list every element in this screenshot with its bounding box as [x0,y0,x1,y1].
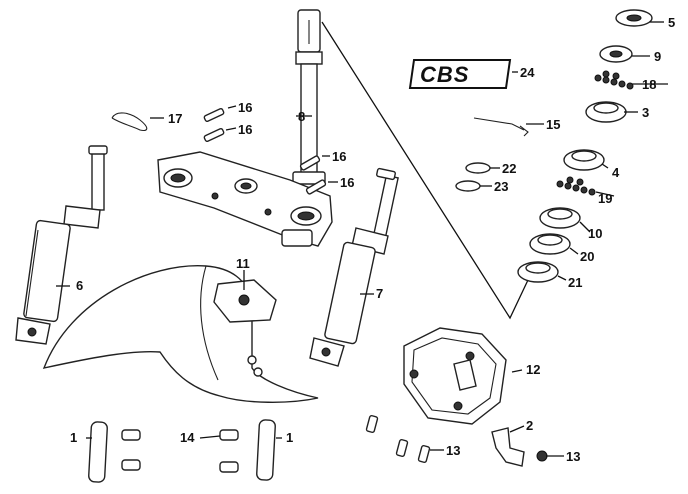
steering-stem [292,9,326,185]
callout-4: 4 [612,165,620,180]
clip-17 [111,112,148,132]
callout-17: 17 [168,111,182,126]
ring-22 [465,162,491,174]
callout-16d: 16 [340,175,354,190]
callout-16c: 16 [332,149,346,164]
ring-23 [455,180,481,192]
callout-9: 9 [654,49,661,64]
reflector-right [256,419,276,481]
cable-guide-15 [473,117,529,137]
callout-6: 6 [76,278,83,293]
callout-24: 24 [520,65,535,80]
callout-13b: 13 [566,449,580,464]
callout-12: 12 [526,362,540,377]
callout-8: 8 [298,109,305,124]
callout-1a: 1 [70,430,77,445]
callout-18: 18 [642,77,656,92]
callout-14: 14 [180,430,195,445]
front-fender [42,265,319,403]
callout-11: 11 [236,256,250,271]
bearing-stack [517,9,653,283]
callout-15: 15 [546,117,560,132]
bolts-14 [121,429,239,473]
triple-clamp [157,151,333,247]
fork-leg-left [15,145,108,345]
callout-7: 7 [376,286,383,301]
cbs-logo-text: CBS [420,62,469,87]
callout-5: 5 [668,15,675,30]
callout-21: 21 [568,275,582,290]
callout-1b: 1 [286,430,293,445]
fork-leg-right [309,167,399,367]
nut-13 [536,450,548,462]
bolts-16 [203,108,327,195]
callout-3: 3 [642,105,649,120]
callout-22: 22 [502,161,516,176]
screws-13 [365,414,431,464]
callout-19: 19 [598,191,612,206]
cover-plate [403,327,507,425]
reflector-left [88,421,108,483]
callout-20: 20 [580,249,594,264]
callout-16b: 16 [238,122,252,137]
stem-leader-line [321,21,529,320]
cbs-logo: CBS [408,59,512,89]
callout-labels: 1 1 2 3 4 5 6 7 8 9 10 11 12 13 13 14 15… [70,15,675,464]
callout-13a: 13 [446,443,460,458]
leader-lines [56,21,668,457]
callout-16a: 16 [238,100,252,115]
ball-bearing-row-bottom [556,176,596,196]
callout-10: 10 [588,226,602,241]
callout-2: 2 [526,418,533,433]
callout-23: 23 [494,179,508,194]
ball-bearing-row-top [594,70,634,90]
bracket-2 [491,427,525,467]
